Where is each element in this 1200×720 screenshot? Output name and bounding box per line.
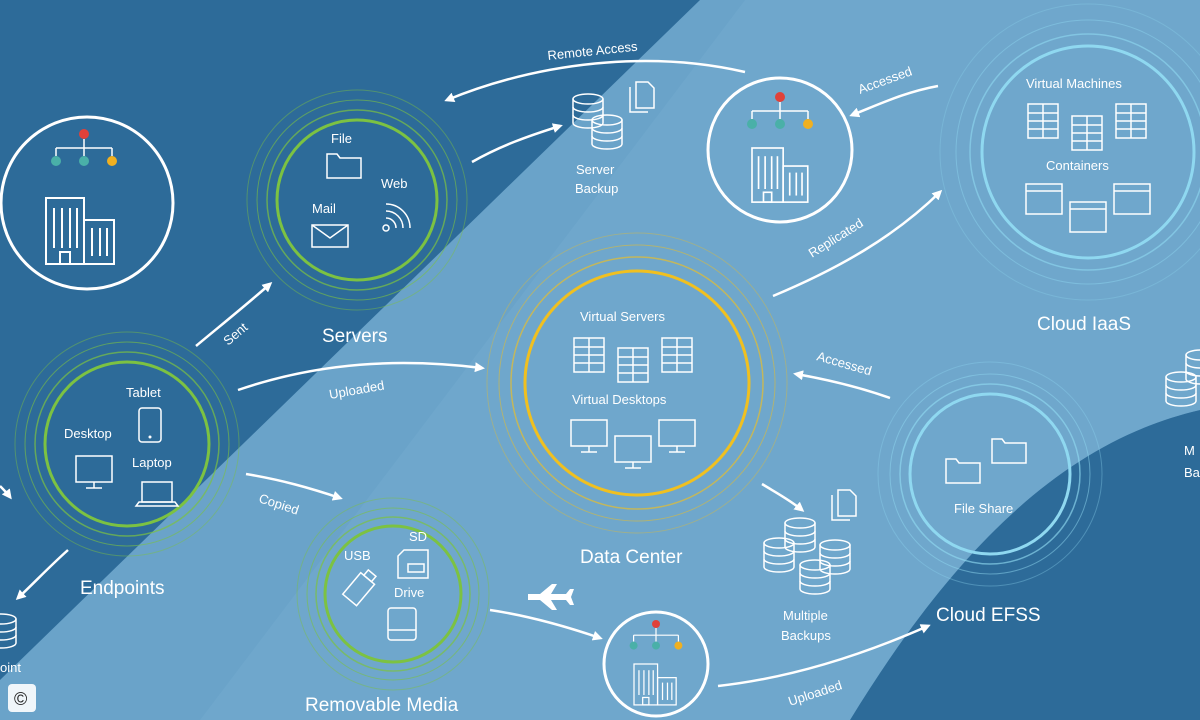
- arrow-copied: [245, 472, 343, 501]
- arrow-endpoints-to-backup: [15, 549, 69, 601]
- partial-right-label-2: Ba: [1184, 465, 1200, 480]
- drive-icon: [387, 607, 417, 641]
- arrow-sent: [195, 282, 273, 347]
- sd-label: SD: [409, 529, 427, 544]
- background-light-band-inner: [200, 0, 1200, 720]
- arrow-replicated: [772, 189, 943, 298]
- branch-organization-node: [602, 610, 710, 718]
- usb-label: USB: [344, 548, 371, 563]
- organization-node: [0, 115, 175, 291]
- copyright-badge: ©: [8, 684, 36, 712]
- sd-card-icon: [397, 549, 429, 579]
- multiple-backups-label-2: Backups: [781, 628, 831, 643]
- server-backup-node: Server Backup: [572, 81, 655, 196]
- data-center-node: Virtual Servers Virtual Desktops Data Ce…: [486, 232, 788, 568]
- drive-label: Drive: [394, 585, 424, 600]
- remote-organization-node: [706, 76, 854, 224]
- cloud-efss-node: File Share Cloud EFSS: [877, 361, 1103, 626]
- laptop-label: Laptop: [132, 455, 172, 470]
- endpoints-title: Endpoints: [80, 578, 165, 599]
- mail-icon: [311, 224, 349, 248]
- server-backup-label-1: Server: [576, 162, 615, 177]
- containers-label: Containers: [1046, 158, 1109, 173]
- arrow-servers-to-backup: [471, 123, 563, 164]
- servers-title: Servers: [322, 326, 387, 347]
- wifi-icon: [382, 203, 411, 232]
- tablet-label: Tablet: [126, 385, 161, 400]
- multiple-backups-label-1: Multiple: [783, 608, 828, 623]
- left-edge-backup-node: oint: [0, 613, 21, 675]
- laptop-icon: [134, 481, 180, 507]
- file-label: File: [331, 131, 352, 146]
- copyright-symbol: ©: [14, 689, 27, 709]
- multiple-backups-node: Multiple Backups: [763, 489, 857, 643]
- virtual-desktops-label: Virtual Desktops: [572, 392, 667, 407]
- arrow-uploaded-bottom: [717, 624, 931, 688]
- removable-media-title: Removable Media: [305, 695, 459, 716]
- mail-label: Mail: [312, 201, 336, 216]
- arrow-media-to-branch: [489, 608, 603, 641]
- arrow-datacenter-to-backups: [761, 482, 805, 512]
- virtual-machines-label: Virtual Machines: [1026, 76, 1122, 91]
- usb-icon: [341, 568, 378, 607]
- arrow-remote-access: [444, 59, 746, 102]
- partial-left-label: oint: [0, 660, 21, 675]
- removable-media-node: USB SD Drive Removable Media: [296, 497, 490, 716]
- airplane-icon: [528, 584, 574, 610]
- file-share-label: File Share: [954, 501, 1013, 516]
- virtual-servers-label: Virtual Servers: [580, 309, 666, 324]
- cloud-efss-title: Cloud EFSS: [936, 605, 1041, 626]
- desktop-label: Desktop: [64, 426, 112, 441]
- cloud-iaas-title: Cloud IaaS: [1037, 314, 1131, 335]
- arrow-left-edge: [0, 485, 12, 500]
- servers-node: File Mail Web Servers: [246, 89, 468, 347]
- server-backup-label-2: Backup: [575, 181, 618, 196]
- endpoints-node: Tablet Desktop Laptop Endpoints: [14, 331, 240, 599]
- cloud-iaas-node: Virtual Machines Containers Cloud IaaS: [939, 3, 1200, 335]
- tablet-icon: [138, 407, 162, 443]
- data-center-title: Data Center: [580, 547, 683, 568]
- right-edge-backups-node: M Ba: [1165, 349, 1200, 480]
- web-label: Web: [381, 176, 408, 191]
- arrow-uploaded-mid: [237, 361, 485, 392]
- arrow-accessed-top: [849, 84, 939, 118]
- arrow-accessed-mid: [793, 370, 891, 400]
- partial-right-label-1: M: [1184, 443, 1195, 458]
